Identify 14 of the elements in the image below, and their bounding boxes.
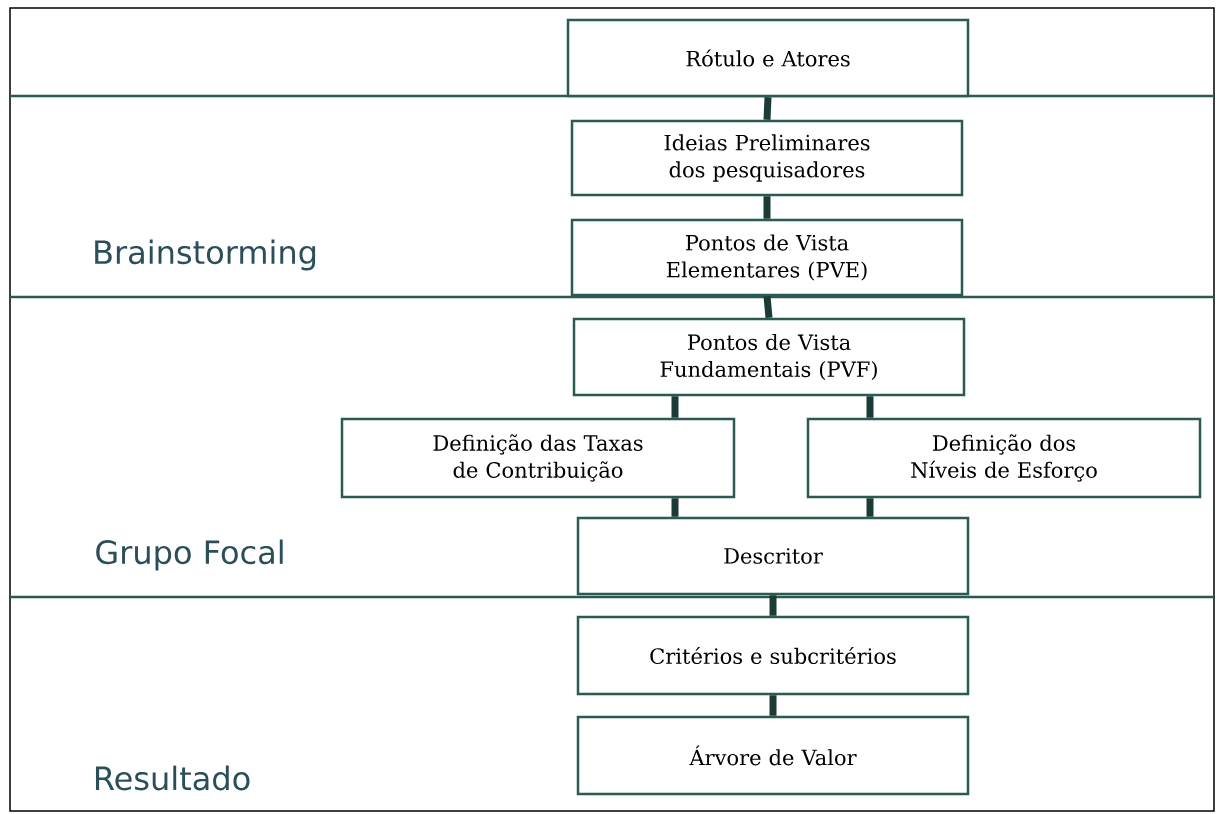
process-box: Pontos de Vista Elementares (PVE) <box>570 218 964 297</box>
process-box: Critérios e subcritérios <box>576 615 970 696</box>
process-box: Ideias Preliminares dos pesquisadores <box>570 119 964 197</box>
connector <box>763 295 773 319</box>
process-box: Definição das Taxas de Contribuição <box>340 417 736 499</box>
process-box: Árvore de Valor <box>576 715 970 796</box>
process-box: Definição dos Níveis de Esforço <box>806 417 1202 499</box>
process-box: Pontos de Vista Fundamentais (PVF) <box>572 317 966 397</box>
section-label: Resultado <box>95 765 250 791</box>
process-box: Descritor <box>576 516 970 596</box>
section-label: Brainstorming <box>95 239 316 271</box>
connector <box>763 97 772 120</box>
process-box: Rótulo e Atores <box>566 18 970 98</box>
section-label: Grupo Focal <box>96 539 283 571</box>
